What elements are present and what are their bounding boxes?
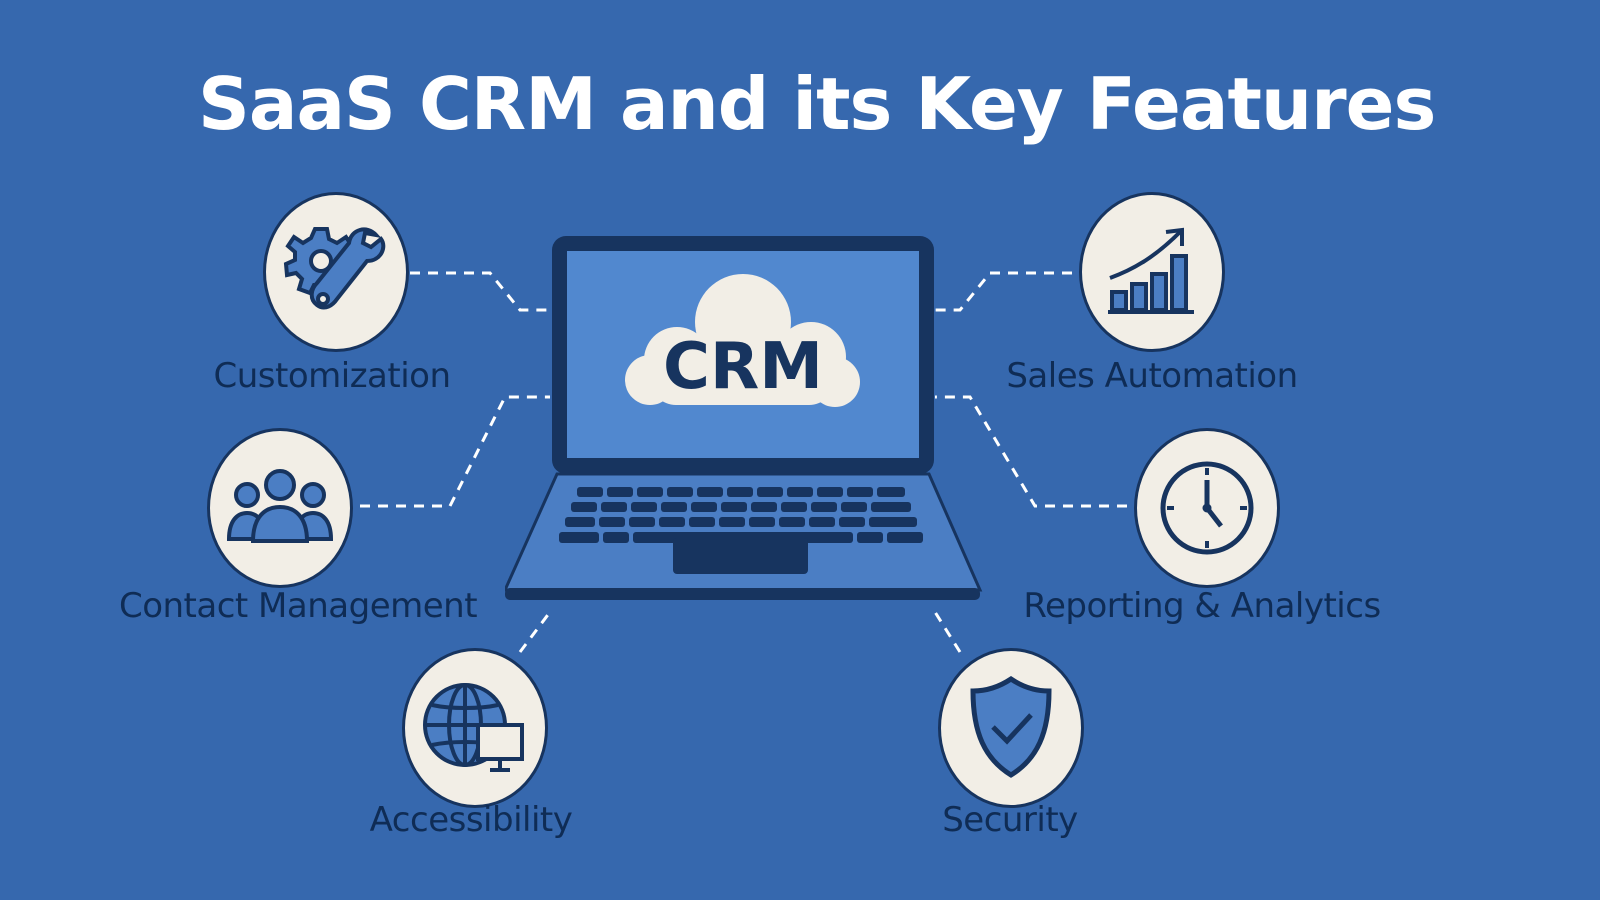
- feature-reporting-analytics-label: Reporting & Analytics: [1023, 586, 1381, 626]
- connector-sales-automation: [935, 271, 1072, 312]
- feature-contact-management-circle: [207, 428, 353, 588]
- connector-contact-management: [360, 395, 550, 508]
- gear-wrench-icon: [283, 227, 386, 310]
- feature-reporting-analytics-circle: [1134, 428, 1280, 588]
- connector-accessibility: [518, 611, 552, 653]
- feature-sales-automation-circle: [1079, 192, 1225, 352]
- connector-reporting-analytics: [935, 395, 1127, 508]
- cloud-icon: [625, 274, 860, 407]
- growth-chart-icon: [1108, 227, 1194, 314]
- clock-icon: [1160, 461, 1254, 555]
- connector-security: [933, 611, 962, 653]
- globe-monitor-icon: [423, 683, 524, 772]
- feature-customization-circle: [263, 192, 409, 352]
- feature-customization-label: Customization: [213, 356, 451, 396]
- feature-accessibility-label: Accessibility: [369, 800, 573, 840]
- laptop-icon: CRM: [505, 236, 983, 600]
- feature-accessibility-circle: [402, 648, 548, 808]
- feature-contact-management-label: Contact Management: [118, 586, 478, 626]
- connector-customization: [410, 271, 550, 312]
- trackpad: [673, 538, 808, 574]
- feature-sales-automation-label: Sales Automation: [1006, 356, 1298, 396]
- people-group-icon: [226, 469, 334, 543]
- feature-security-circle: [938, 648, 1084, 808]
- feature-security-label: Security: [942, 800, 1078, 840]
- crm-label: CRM: [663, 330, 823, 404]
- shield-check-icon: [970, 675, 1052, 778]
- page-title: SaaS CRM and its Key Features: [198, 62, 1436, 146]
